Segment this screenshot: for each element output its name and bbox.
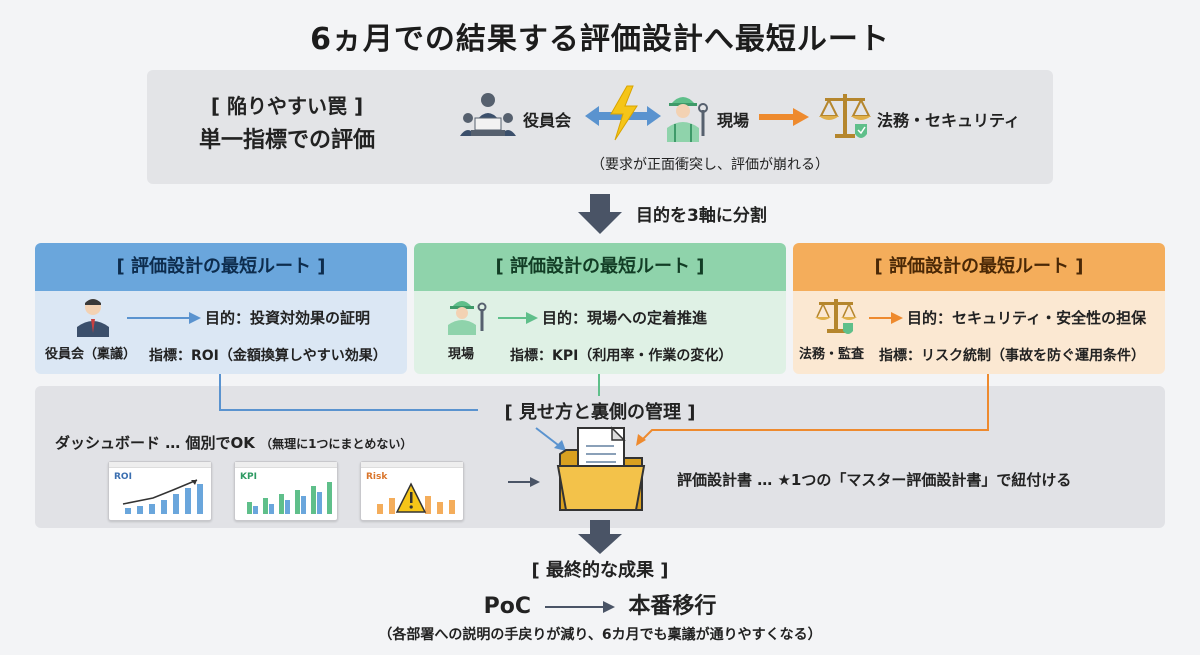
kpi-dashboard-thumbnail: KPI	[234, 461, 338, 521]
down-arrow-icon	[578, 520, 622, 554]
thumbnail-title: Risk	[366, 472, 388, 482]
pitfall-panel: [ 陥りやすい罠 ] 単一指標での評価 役員会 現場	[147, 70, 1053, 184]
card-purpose: 目的：投資対効果の証明	[205, 309, 371, 327]
scales-icon	[819, 94, 871, 138]
card-role: 法務・監査	[799, 347, 865, 362]
dashboard-label: ダッシュボード … 個別でOK （無理に1つにまとめない）	[55, 432, 412, 453]
worker-icon	[667, 97, 708, 142]
card-field: [ 評価設計の最短ルート ] 現場 目的：現場への定着推進 指標：KPI（利用率…	[414, 243, 786, 374]
scales-icon	[815, 299, 857, 334]
dashboard-note: （無理に1つにまとめない）	[260, 437, 413, 451]
card-heading: [ 評価設計の最短ルート ]	[793, 243, 1165, 291]
risk-dashboard-thumbnail: Risk	[360, 461, 464, 521]
card-heading: [ 評価設計の最短ルート ]	[35, 243, 407, 291]
card-role: 役員会（稟議）	[45, 347, 137, 362]
executive-icon	[77, 299, 109, 337]
down-arrow-icon	[578, 194, 622, 234]
page-title: 6ヵ月での結果する評価設計へ最短ルート	[310, 22, 890, 57]
right-arrow-icon	[544, 601, 615, 613]
design-doc-label: 評価設計書 … ★1つの「マスター評価設計書」で紐付ける	[677, 471, 1072, 489]
orange-arrow-icon	[869, 312, 903, 324]
card-purpose: 目的：現場への定着推進	[542, 309, 708, 327]
orange-arrow-icon	[759, 108, 809, 126]
risk-bar-chart-icon	[377, 482, 455, 514]
folder-icon	[556, 426, 646, 511]
card-role: 現場	[448, 347, 475, 362]
card-heading: [ 評価設計の最短ルート ]	[414, 243, 786, 291]
worker-icon	[448, 301, 487, 335]
green-arrow-icon	[498, 312, 538, 324]
board-label: 役員会	[523, 111, 572, 130]
roi-dashboard-thumbnail: ROI	[108, 461, 212, 521]
conflict-arrow-icon	[585, 85, 661, 141]
field-label: 現場	[717, 111, 750, 130]
thumbnail-title: KPI	[240, 472, 257, 482]
pitfall-heading: [ 陥りやすい罠 ]	[210, 94, 364, 118]
result-heading: [ 最終的な成果 ]	[531, 560, 669, 581]
card-metric: 指標：リスク統制（事故を防ぐ運用条件）	[879, 348, 1145, 364]
split-label: 目的を3軸に分割	[636, 206, 767, 226]
card-legal: [ 評価設計の最短ルート ] 法務・監査 目的：セキュリティ・安全性の担保 指標…	[793, 243, 1165, 374]
roi-bar-chart-icon	[122, 479, 203, 514]
management-heading: [ 見せ方と裏側の管理 ]	[504, 402, 696, 423]
result-to: 本番移行	[628, 594, 717, 619]
result-from: PoC	[483, 594, 532, 619]
card-metric: 指標：ROI（金額換算しやすい効果）	[149, 348, 387, 364]
card-purpose: 目的：セキュリティ・安全性の担保	[907, 309, 1147, 327]
result-transition: PoC 本番移行	[0, 588, 1200, 620]
blue-arrow-icon	[127, 312, 201, 324]
card-metric: 指標：KPI（利用率・作業の変化）	[510, 348, 733, 364]
thumbnail-title: ROI	[114, 472, 132, 482]
legal-label: 法務・セキュリティ	[877, 111, 1021, 130]
card-executive: [ 評価設計の最短ルート ] 役員会（稟議） 目的：投資対効果の証明 指標：RO…	[35, 243, 407, 374]
dashboard-label-text: ダッシュボード … 個別でOK	[55, 434, 255, 452]
result-note: （各部署への説明の手戻りが減り、6カ月でも稟議が通りやすくなる）	[378, 627, 822, 643]
pitfall-subheading: 単一指標での評価	[198, 128, 375, 153]
kpi-bar-chart-icon	[247, 482, 332, 514]
pitfall-note: （要求が正面衝突し、評価が崩れる）	[591, 157, 829, 173]
board-meeting-icon	[460, 93, 516, 136]
